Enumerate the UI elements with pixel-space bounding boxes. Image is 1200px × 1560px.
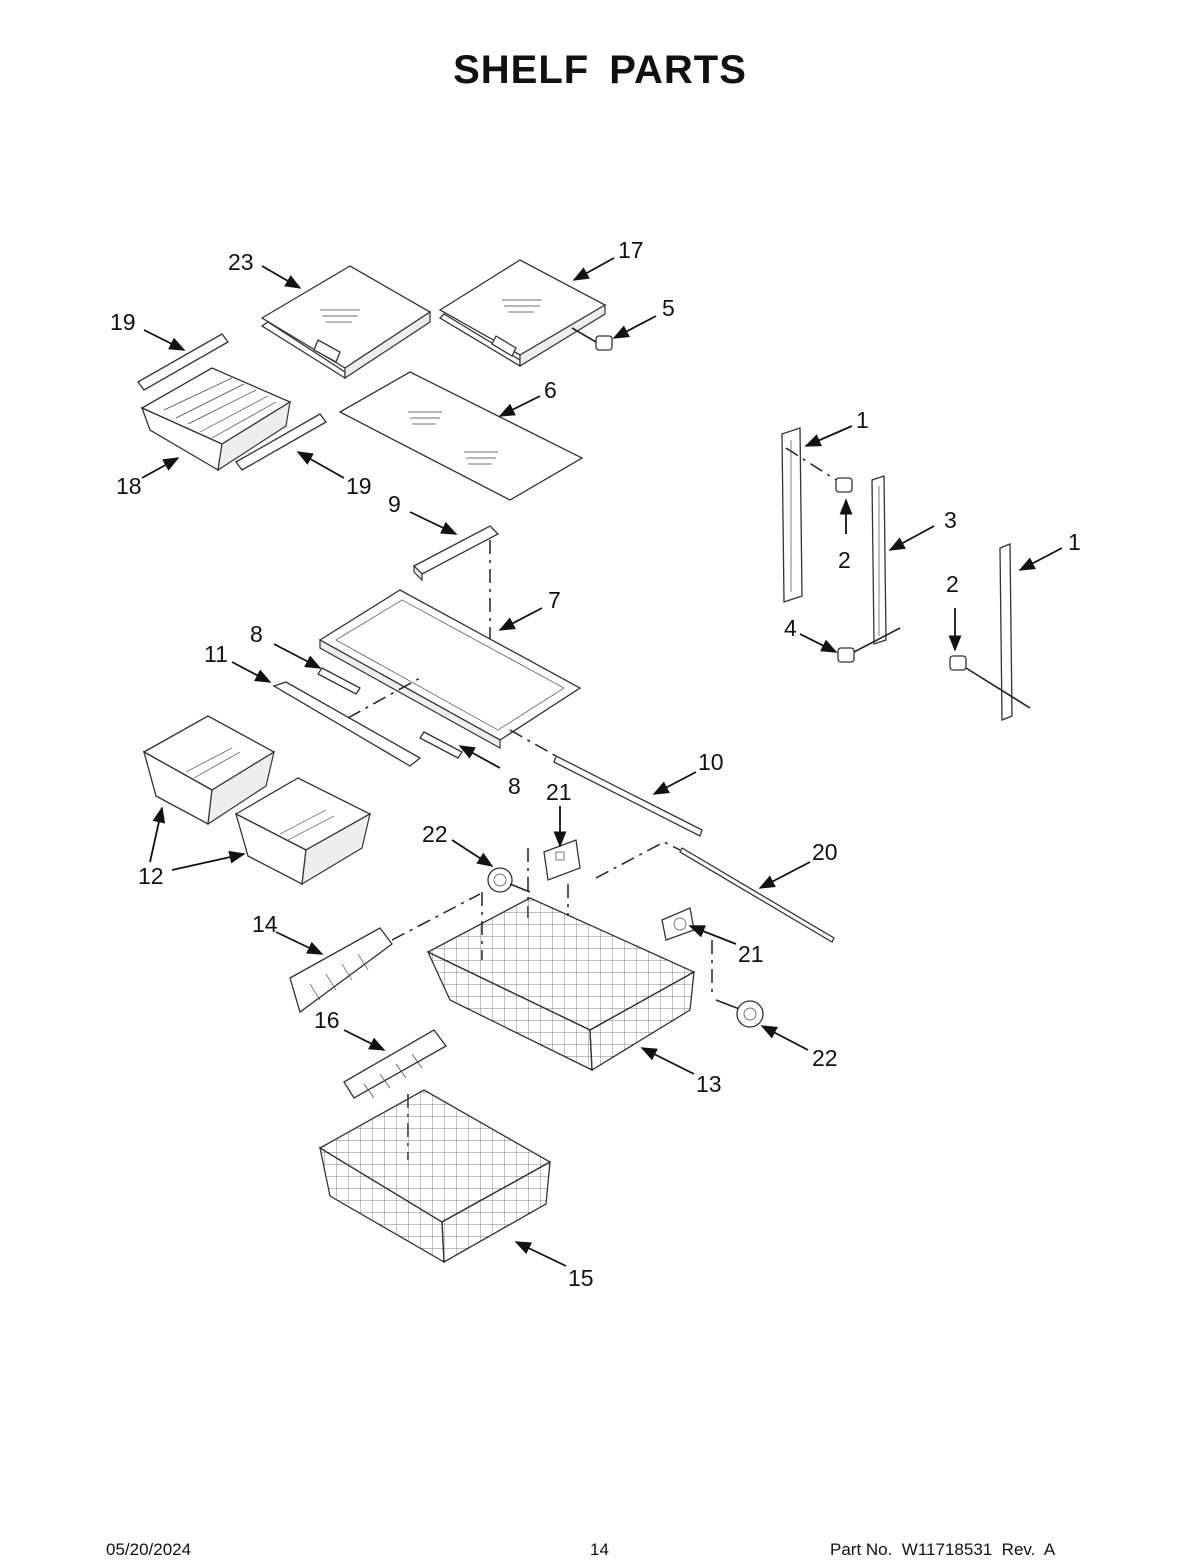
slide-part-19-top [137,333,229,391]
callout-5: 5 [662,295,675,321]
rail-part-3 [871,475,887,645]
leader-lines [141,257,1063,1267]
callout-1-left: 1 [856,407,869,433]
callout-21-top: 21 [546,779,572,805]
callout-22-left: 22 [422,821,448,847]
footer-date: 05/20/2024 [106,1540,192,1559]
callout-15: 15 [568,1265,594,1291]
glass-shelf-part-6 [338,371,584,501]
screw-part-2-lower [949,655,1031,709]
callout-12: 12 [138,863,164,889]
bin-part-12-right [234,777,372,886]
gear-part-22-right [715,999,764,1028]
basket-part-15 [318,1089,552,1264]
callout-18: 18 [116,473,142,499]
basket-part-13 [426,897,696,1072]
footer-part-number: Part No. W11718531 Rev. A [830,1540,1056,1559]
rod-part-20 [679,847,835,943]
callout-1-right: 1 [1068,529,1081,555]
shelf-part-23 [260,265,432,380]
rod-part-10 [553,755,703,837]
footer-page-number: 14 [590,1540,609,1559]
bracket-part-21-right [661,907,695,941]
callout-3: 3 [944,507,957,533]
screw-part-5 [571,327,613,351]
callout-8-bottom: 8 [508,773,521,799]
page-title: SHELF PARTS [453,48,747,92]
rail-part-14 [289,927,393,1014]
callout-21-right: 21 [738,941,764,967]
cover-part-9 [412,525,500,582]
bracket-part-8-top [317,667,361,695]
callout-20: 20 [812,839,838,865]
drawer-part-18 [140,367,292,472]
callout-22-right: 22 [812,1045,838,1071]
slide-part-19-bottom [235,413,327,471]
callout-labels: 23 17 5 19 6 18 19 9 7 8 11 8 10 12 21 2… [110,237,1081,1291]
callout-7: 7 [548,587,561,613]
callout-6: 6 [544,377,557,403]
callout-8-top: 8 [250,621,263,647]
callout-16: 16 [314,1007,340,1033]
gear-part-22-left [487,867,531,893]
callout-23: 23 [228,249,254,275]
frame-part-7 [318,589,582,750]
bracket-part-21-left [543,839,581,881]
rail-part-1-right [999,543,1013,721]
callout-2-lower: 2 [946,571,959,597]
callout-14: 14 [252,911,278,937]
screw-part-4 [837,627,901,663]
bracket-part-8-bottom [419,731,463,759]
callout-2-upper: 2 [838,547,851,573]
divider-part-11 [272,681,422,767]
callout-19-bottom: 19 [346,473,372,499]
callout-4: 4 [784,615,797,641]
callout-17: 17 [618,237,644,263]
bin-part-12-left [142,715,276,826]
rail-part-16 [343,1029,447,1099]
callout-13: 13 [696,1071,722,1097]
callout-11: 11 [204,641,228,667]
callout-19-top: 19 [110,309,136,335]
rail-part-1-left [781,427,803,603]
shelf-part-17 [438,259,607,368]
callout-10: 10 [698,749,724,775]
callout-9: 9 [388,491,401,517]
screw-part-2-upper [835,477,853,493]
